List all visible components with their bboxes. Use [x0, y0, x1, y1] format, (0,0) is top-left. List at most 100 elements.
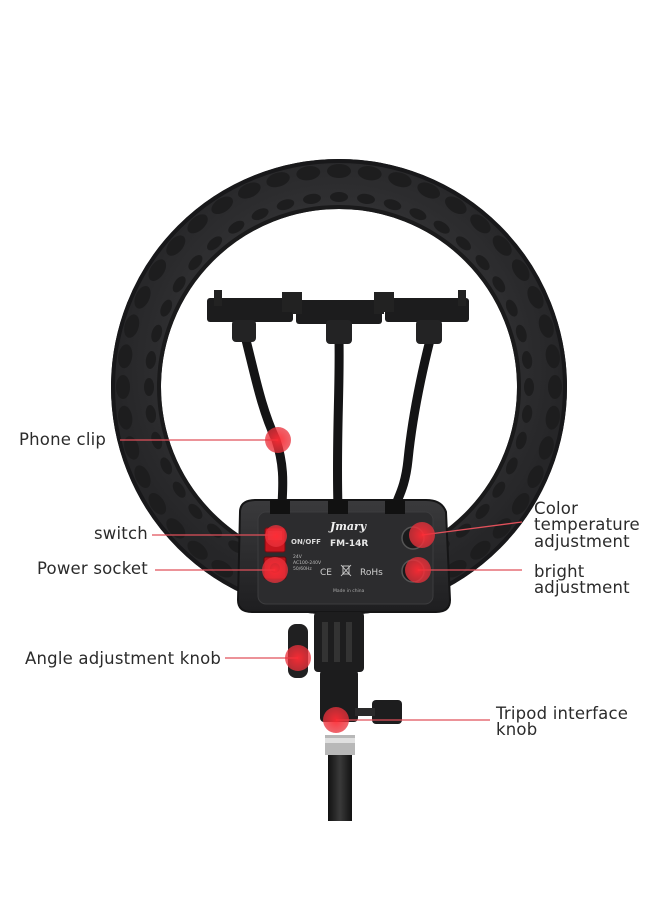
ring-ridge — [172, 276, 186, 293]
ring-ridge — [521, 351, 533, 369]
ring-ridge — [475, 255, 490, 271]
ring-ridge — [475, 503, 490, 519]
ring-ridge — [118, 405, 133, 430]
ring-ridge — [145, 405, 157, 423]
ring-ridge — [172, 481, 186, 498]
ring-ridge — [124, 314, 140, 338]
ring-ridge — [134, 286, 151, 309]
weee-bin-icon — [340, 564, 352, 577]
marker-phone-clip — [265, 427, 291, 453]
ring-ridge — [470, 214, 491, 234]
ring-ridge — [445, 559, 467, 578]
annotation-markers — [262, 427, 435, 733]
ring-ridge — [527, 286, 544, 309]
ring-ridge — [251, 208, 269, 221]
ring-ridge — [524, 378, 534, 396]
ring-ridge — [296, 166, 321, 181]
ring-ridge — [521, 405, 533, 423]
label-color-temp-2: temperature — [534, 515, 640, 534]
made-in-text: Made in china — [333, 588, 365, 594]
ring-ridge — [505, 299, 518, 317]
ring-ridge — [330, 192, 348, 202]
stand-mount — [288, 612, 402, 821]
rohs-mark: RoHs — [360, 568, 383, 578]
label-color-temp-3: adjustment — [534, 532, 630, 551]
ring-ridge — [455, 523, 471, 538]
ring-ridge — [134, 465, 151, 488]
ring-ridge — [445, 196, 467, 215]
spec-line-3: 50/60Hz — [293, 566, 312, 572]
marker-color-temp — [409, 522, 435, 548]
ring-ridge — [187, 214, 208, 234]
label-color-temp-1: Color — [534, 499, 579, 518]
ce-mark: CE — [320, 568, 332, 578]
ring-ridge — [118, 344, 133, 369]
ring-ridge — [187, 540, 208, 560]
phone-holder-icon — [384, 290, 469, 344]
ring-ridge — [538, 314, 554, 338]
ring-ridge — [211, 196, 233, 215]
tripod-knob — [372, 700, 402, 724]
model-number: FM-14R — [330, 539, 368, 549]
ring-ridge — [116, 375, 130, 399]
label-switch: switch — [94, 524, 148, 543]
ring-ridge — [383, 199, 402, 211]
ring-ridge — [276, 199, 295, 211]
ring-ridge — [238, 182, 261, 199]
ring-ridge — [166, 235, 186, 256]
ring-ridge — [211, 559, 233, 578]
label-angle-knob: Angle adjustment knob — [25, 649, 222, 668]
ring-ridge — [160, 457, 173, 475]
label-tripod-2: knob — [496, 720, 538, 739]
label-bright-1: bright — [534, 562, 585, 581]
ring-ridge — [417, 182, 440, 199]
label-bright-2: adjustment — [534, 578, 630, 597]
ring-ridge — [144, 378, 154, 396]
ring-ridge — [303, 193, 321, 205]
ring-ridge — [228, 220, 245, 234]
label-phone-clip: Phone clip — [19, 430, 107, 449]
label-power-socket: Power socket — [37, 559, 148, 578]
ring-ridge — [188, 255, 203, 271]
ring-ridge — [515, 431, 527, 450]
ring-ridge — [527, 465, 544, 488]
ring-ridge — [207, 236, 223, 251]
brand-logo: Jmary — [328, 520, 368, 533]
ring-ridge — [145, 351, 157, 369]
ring-ridge — [511, 259, 530, 281]
phone-holders — [207, 290, 469, 514]
marker-bright — [405, 557, 431, 583]
phone-holder-icon — [292, 292, 384, 344]
ring-ridge — [433, 220, 450, 234]
ring-ridge — [207, 523, 223, 538]
ring-ridge — [160, 299, 173, 317]
ring-ridge — [188, 503, 203, 519]
ring-ridge — [492, 481, 506, 498]
ring-ridge — [409, 208, 427, 221]
ring-ridge — [151, 324, 163, 343]
ring-ridge — [327, 164, 351, 178]
ring-ridge — [357, 166, 382, 181]
label-tripod-1: Tripod interface — [496, 704, 629, 723]
ring-ridge — [515, 324, 527, 343]
ring-ridge — [492, 235, 512, 256]
ring-ridge — [124, 436, 140, 460]
ring-ridge — [548, 375, 562, 399]
ring-ridge — [470, 540, 491, 560]
ring-ridge — [166, 518, 186, 539]
ring-ridge — [505, 457, 518, 475]
ring-ridge — [545, 405, 560, 430]
phone-holder-icon — [207, 290, 293, 342]
marker-angle-knob — [285, 645, 311, 671]
switch-text: ON/OFF — [291, 538, 321, 546]
ring-ridge — [492, 276, 506, 293]
ring-ridge — [266, 172, 290, 188]
spec-line-2: AC100-240V — [293, 560, 322, 566]
marker-tripod-knob — [323, 707, 349, 733]
control-panel: ON/OFF 24V AC100-240V 50/60Hz Jmary FM-1… — [236, 499, 452, 613]
spec-line-1: 24V — [293, 554, 303, 560]
ring-ridges — [116, 164, 562, 610]
ring-ridge — [388, 172, 412, 188]
ring-ridge — [148, 493, 167, 515]
